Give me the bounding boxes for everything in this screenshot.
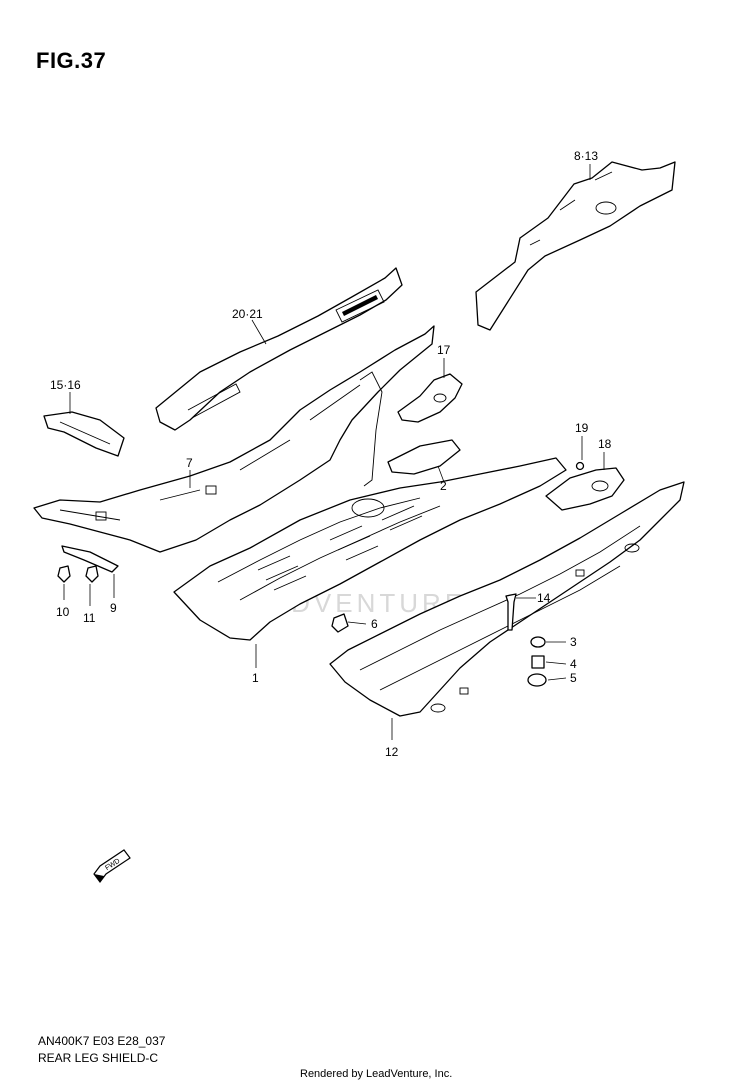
- part-11-fastener: [85, 565, 99, 583]
- callout-2: 2: [440, 479, 447, 493]
- callout-14: 14: [537, 591, 551, 605]
- part-19-clip: [575, 461, 585, 471]
- part-14-bolt: [505, 593, 517, 631]
- callout-18: 18: [598, 437, 612, 451]
- part-18-bracket: [545, 467, 625, 511]
- part-20-21-cover: [155, 267, 403, 431]
- render-credit: Rendered by LeadVenture, Inc.: [300, 1068, 453, 1080]
- floor-ribs: [257, 505, 423, 591]
- part-6-nut: [331, 613, 349, 633]
- callout-17: 17: [437, 343, 451, 357]
- callout-12: 12: [385, 745, 399, 759]
- callout-19: 19: [575, 421, 589, 435]
- callout-1: 1: [252, 671, 259, 685]
- callout-4: 4: [570, 657, 577, 671]
- diagram-subtitle: REAR LEG SHIELD-C: [38, 1051, 159, 1065]
- part-2-plate: [387, 439, 461, 475]
- leader-lines: [63, 164, 605, 740]
- callout-15-16: 15·16: [50, 378, 81, 392]
- part-8-13-bracket: [475, 161, 676, 331]
- part-10-fastener: [57, 565, 71, 583]
- callout-20-21: 20·21: [232, 307, 263, 321]
- part-3-bolt: [530, 636, 546, 648]
- callout-11: 11: [83, 611, 96, 625]
- part-4-collar: [531, 655, 545, 669]
- callout-6: 6: [371, 617, 378, 631]
- callout-9: 9: [110, 601, 117, 615]
- callout-7: 7: [186, 456, 193, 470]
- fwd-arrow-icon: FWD: [93, 849, 131, 883]
- callout-labels: 8·13 20·21 17 15·16 7 19 18 2 14 6 3 4 5…: [50, 149, 612, 759]
- callout-3: 3: [570, 635, 577, 649]
- part-7-side-frame: [33, 325, 435, 553]
- part-9-strip: [61, 545, 119, 573]
- diagram-code: AN400K7 E03 E28_037: [38, 1034, 166, 1048]
- part-5-grommet: [527, 673, 547, 687]
- callout-5: 5: [570, 671, 577, 685]
- callout-8-13: 8·13: [574, 149, 598, 163]
- callout-10: 10: [56, 605, 70, 619]
- part-17-bracket: [397, 373, 463, 423]
- part-15-16-piece: [43, 411, 125, 457]
- figure-title: FIG.37: [36, 48, 107, 73]
- part-1-floor-panel: [173, 371, 567, 641]
